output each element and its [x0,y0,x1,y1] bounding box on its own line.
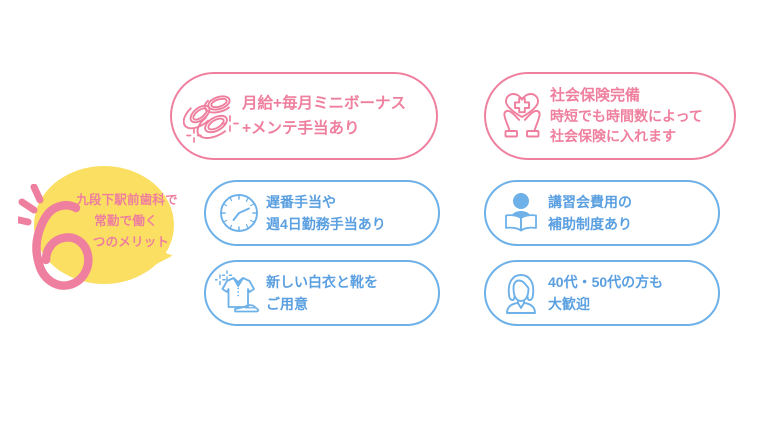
badge-line-3: つのメリット [92,235,170,249]
training-line-2: 補助制度あり [548,216,632,232]
benefit-card-training[interactable]: 講習会費用の 補助制度あり [484,180,720,246]
salary-line-2: +メンテ手当あり [242,120,360,137]
age-line-1: 40代・50代の方も [548,274,664,290]
uniform-line-2: ご用意 [266,296,308,312]
polo-shirt-and-shoe-icon [212,269,266,317]
insurance-line-2: 時短でも時間数によって [550,108,703,124]
salary-line-1: 月給+毎月ミニボーナス [242,95,407,112]
coins-icon [180,88,242,144]
heart-in-hands-icon [494,90,550,142]
benefit-card-insurance[interactable]: 社会保険完備 時短でも時間数によって 社会保険に入れます [484,72,736,160]
benefit-card-salary[interactable]: 月給+毎月ミニボーナス +メンテ手当あり [170,72,438,160]
age-card-text: 40代・50代の方も 大歓迎 [548,271,663,315]
insurance-line-1: 社会保険完備 [550,87,641,104]
insurance-line-3: 社会保険に入れます [550,128,676,144]
benefit-card-uniform[interactable]: 新しい白衣と靴を ご用意 [204,260,440,326]
uniform-card-text: 新しい白衣と靴を ご用意 [266,271,378,315]
badge-text: 九段下駅前歯科で 常勤で働く つのメリット [56,190,180,253]
clock-icon [212,190,266,236]
woman-portrait-icon [494,270,548,316]
person-reading-book-icon [494,190,548,236]
shift-line-1: 遅番手当や [266,194,336,210]
training-card-text: 講習会費用の 補助制度あり [548,191,632,235]
benefit-card-shift[interactable]: 遅番手当や 週4日勤務手当あり [204,180,440,246]
merits-badge: 九段下駅前歯科で 常勤で働く つのメリット [34,166,182,284]
shift-line-2: 週4日勤務手当あり [266,216,386,232]
shift-card-text: 遅番手当や 週4日勤務手当あり [266,191,386,235]
training-line-1: 講習会費用の [548,194,632,210]
salary-card-text: 月給+毎月ミニボーナス +メンテ手当あり [242,91,406,141]
insurance-card-text: 社会保険完備 時短でも時間数によって 社会保険に入れます [550,86,703,146]
badge-line-1: 九段下駅前歯科で [76,193,178,207]
benefit-card-age[interactable]: 40代・50代の方も 大歓迎 [484,260,720,326]
badge-line-2: 常勤で働く [94,214,158,228]
age-line-2: 大歓迎 [548,296,590,312]
uniform-line-1: 新しい白衣と靴を [266,274,378,290]
